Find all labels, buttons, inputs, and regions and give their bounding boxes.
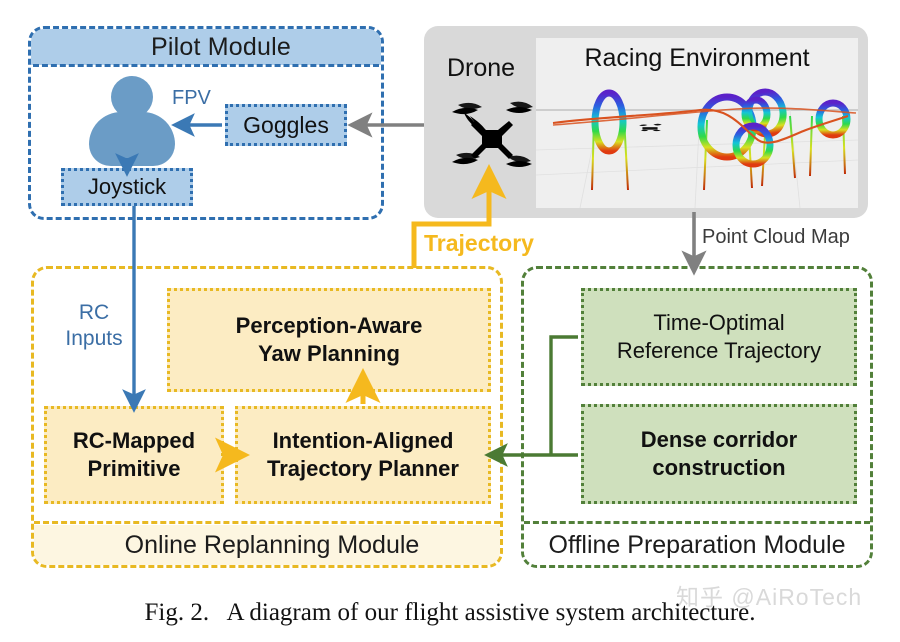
figure-caption: Fig. 2. A diagram of our flight assistiv… [0, 592, 900, 634]
joystick-node[interactable]: Joystick [61, 168, 193, 206]
offline-preparation-module-footer: Offline Preparation Module [524, 525, 870, 565]
joystick-label: Joystick [87, 174, 167, 199]
trajectory-edge-label: Trajectory [424, 230, 534, 256]
racing-environment-title-wrap: Racing Environment [536, 38, 858, 78]
fpv-edge-label: FPV [172, 87, 211, 109]
pilot-header-divider [33, 64, 379, 67]
figure-caption-text: Fig. 2. A diagram of our flight assistiv… [144, 599, 756, 626]
drone-label: Drone [447, 54, 516, 82]
goggles-node[interactable]: Goggles [225, 104, 347, 146]
online-replanning-module-footer: Online Replanning Module [34, 525, 500, 565]
person-head-icon [111, 76, 153, 118]
pilot-module-title: Pilot Module [151, 32, 291, 61]
offline-preparation-module-title: Offline Preparation Module [548, 530, 846, 559]
pilot-module-header: Pilot Module [31, 29, 381, 65]
person-icon [84, 76, 180, 166]
offline-footer-divider [524, 521, 870, 524]
online-footer-divider [34, 521, 500, 524]
online-replanning-module-title: Online Replanning Module [124, 530, 420, 559]
point-cloud-map-edge-label: Point Cloud Map [702, 226, 850, 248]
racing-environment-title: Racing Environment [584, 43, 810, 72]
person-body-icon [89, 112, 175, 166]
goggles-label: Goggles [243, 111, 329, 138]
